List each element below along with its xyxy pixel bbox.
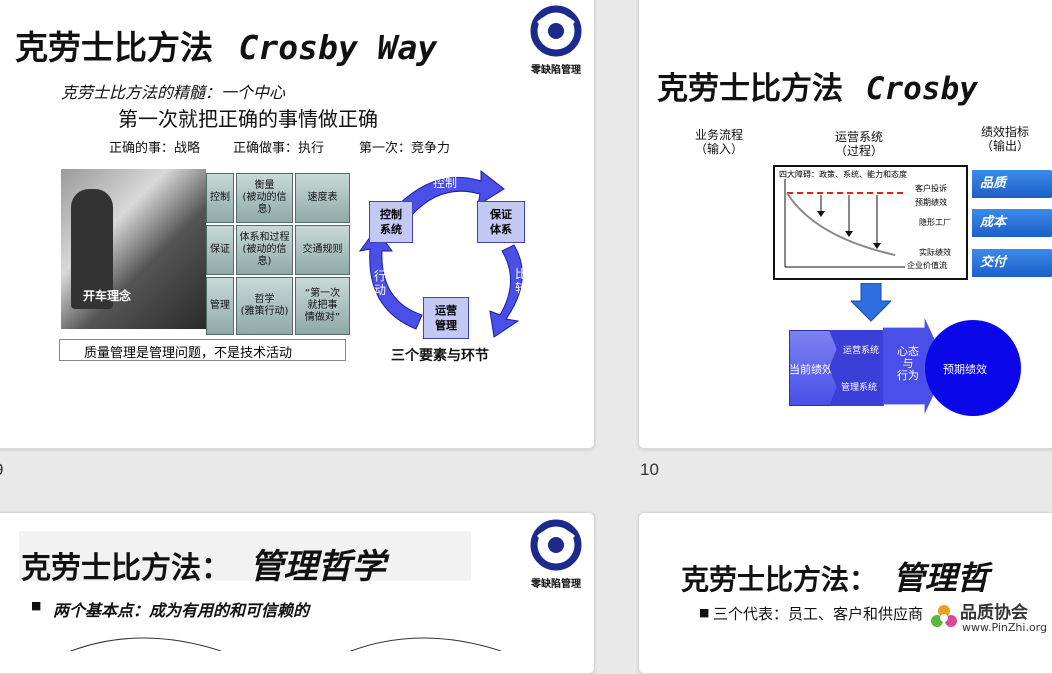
title-english: Crosby [866, 71, 978, 107]
flow-mgmt-label: 管理系统 [841, 380, 877, 393]
column-label-operations: 运营系统 （过程） [835, 130, 883, 158]
watermark-url: www.PinZhi.org [962, 621, 1047, 634]
slide-thumbnail-12[interactable]: 克劳士比方法： 管理哲 ■ 三个代表：员工、客户和供应商 [638, 512, 1052, 674]
operations-sub: （过程） [835, 144, 883, 158]
grid-cell-do-it-right: “第一次 就把事 情做对” [295, 277, 350, 335]
title-english: Crosby Way [239, 28, 438, 67]
grid-cell-assurance: 保证 [206, 225, 234, 275]
watermark: 品质协会 www.PinZhi.org [928, 596, 1052, 638]
node-control-system: 控制 系统 [369, 201, 413, 243]
flow-ops-label: 运营系统 [843, 343, 879, 356]
bullet-text: 三个代表：员工、客户和供应商 [713, 603, 923, 624]
watermark-text: 品质协会 [960, 598, 1028, 623]
logo-caption: 零缺陷管理 [524, 575, 588, 590]
flower-icon [928, 602, 960, 634]
slide-title: 克劳士比方法 Crosby [657, 63, 978, 108]
sub-item-1: 正确的事：战略 [109, 137, 200, 156]
label-complaints: 客户投诉 [915, 183, 947, 194]
down-arrow-icon [851, 283, 891, 323]
kpi-sub: （输出） [981, 139, 1029, 153]
process-label: 业务流程 [695, 128, 743, 142]
title-chinese: 克劳士比方法 [657, 71, 843, 107]
logo-caption: 零缺陷管理 [524, 61, 588, 76]
crosby-logo: 零缺陷管理 [524, 3, 588, 76]
performance-box: 四大障碍：政策、系统、能力和态度 客户投诉 预期绩效 隐形工厂 实际绩效 企业价… [773, 165, 968, 280]
sub-item-2: 正确做事：执行 [233, 137, 324, 156]
arrow-label-action: 行动 [374, 269, 388, 297]
grid-cell-measure: 衡量 (被动的信息) [236, 173, 293, 223]
label-expected: 预期绩效 [915, 197, 947, 208]
logo-swirl-icon [528, 3, 584, 59]
output-quality: 品质 [972, 170, 1052, 198]
slide-thumbnail-11[interactable]: 克劳士比方法： 管理哲学 零缺陷管理 ■ 两个基本点：成为有用的和可信赖的 [0, 512, 595, 674]
column-label-kpi: 绩效指标 （输出） [981, 125, 1029, 153]
footer-box: 质量管理是管理问题，不是技术活动 [59, 339, 346, 361]
column-label-process: 业务流程 （输入） [695, 128, 743, 156]
circle-outline-left [51, 621, 595, 651]
kpi-label: 绩效指标 [981, 125, 1029, 139]
footer-text: 质量管理是管理问题，不是技术活动 [84, 342, 292, 361]
bullet-icon: ■ [699, 606, 709, 619]
operations-label: 运营系统 [835, 130, 883, 144]
slide-number-9: 9 [0, 460, 3, 480]
slide-thumbnail-9[interactable]: 克劳士比方法 Crosby Way 零缺陷管理 克劳士比方法的精髓：一个中心 第… [0, 0, 595, 449]
grid-cell-management: 管理 [206, 277, 234, 335]
slide-thumbnail-10[interactable]: 克劳士比方法 Crosby 业务流程 （输入） 运营系统 （过程） 绩效指标 （… [638, 0, 1052, 449]
grid-cell-system: 体系和过程 (被动的信息) [236, 225, 293, 275]
photo-caption: 开车理念 [83, 287, 131, 304]
flow-expected-label: 预期绩效 [943, 361, 987, 377]
slide-number-10: 10 [640, 460, 659, 480]
title-philosophy: 管理哲 [893, 559, 989, 597]
slide-title: 克劳士比方法 Crosby Way [15, 21, 437, 69]
slide-title: 克劳士比方法： 管理哲学 [21, 539, 385, 588]
title-chinese: 克劳士比方法 [15, 28, 213, 67]
sub-item-3: 第一次：竞争力 [359, 137, 450, 156]
label-actual: 实际绩效 [919, 247, 951, 258]
flow-mindset-label: 心态 与 行为 [897, 346, 919, 382]
arrow-label-compare: 比较 [515, 267, 529, 295]
bullet-text: 两个基本点：成为有用的和可信赖的 [53, 597, 309, 621]
heading: 第一次就把正确的事情做正确 [118, 103, 378, 132]
logo-swirl-icon [528, 517, 584, 573]
grid-cell-philosophy: 哲学 (雅策行动) [236, 277, 293, 335]
label-hidden-factory: 隐形工厂 [919, 217, 951, 228]
title-chinese: 克劳士比方法： [21, 551, 231, 586]
driver-photo: 开车理念 [61, 169, 206, 329]
label-value-stream: 企业价值流 [907, 260, 947, 271]
grid-cell-speedometer: 速度表 [295, 173, 350, 223]
title-chinese: 克劳士比方法： [681, 563, 877, 596]
process-sub: （输入） [695, 142, 743, 156]
arrow-label-control: 控制 [433, 174, 457, 191]
flow-current-label: 当前绩效 [789, 361, 833, 377]
output-cost: 成本 [972, 209, 1052, 237]
output-delivery: 交付 [972, 249, 1052, 277]
node-operations-management: 运营 管理 [423, 297, 469, 339]
subtitle: 克劳士比方法的精髓：一个中心 [61, 79, 285, 103]
bullet-icon: ■ [31, 599, 41, 612]
grid-cell-control: 控制 [206, 173, 234, 223]
node-assurance-system: 保证 体系 [477, 201, 525, 243]
slide-title: 克劳士比方法： 管理哲 [681, 553, 989, 599]
crosby-logo: 零缺陷管理 [524, 517, 588, 590]
grid-cell-traffic-rules: 交通规则 [295, 225, 350, 275]
cycle-caption: 三个要素与环节 [391, 345, 489, 365]
title-philosophy: 管理哲学 [249, 547, 385, 587]
